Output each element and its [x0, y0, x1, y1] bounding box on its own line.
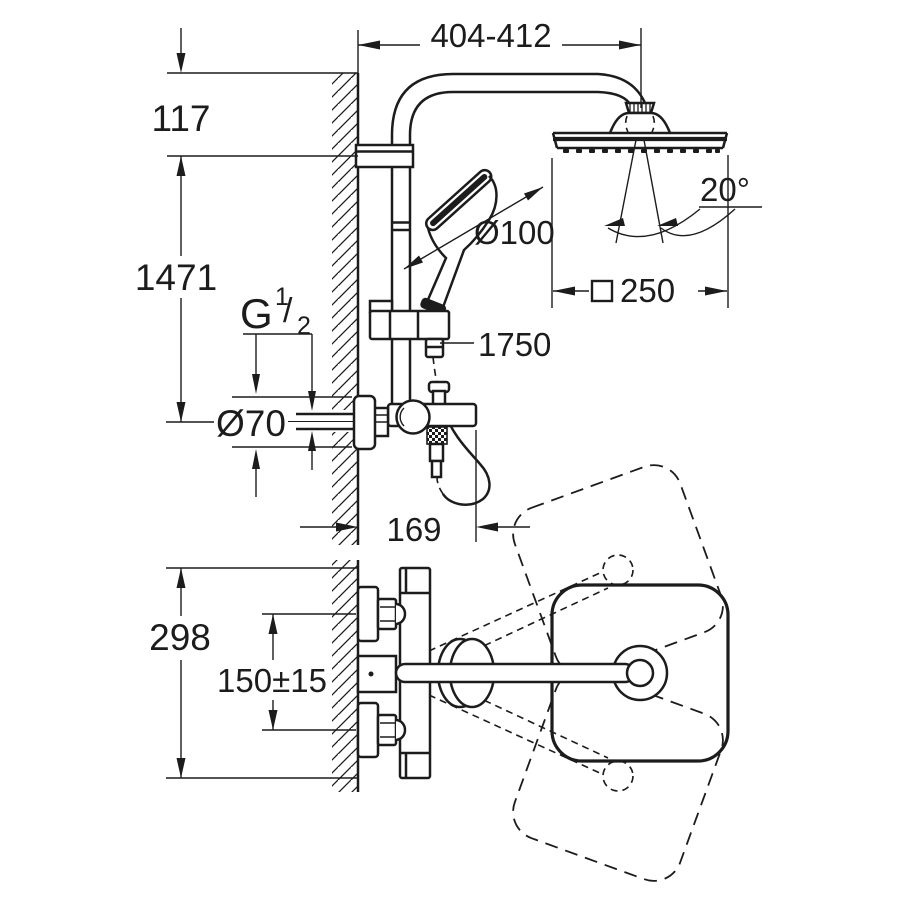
swivel-arm-end-down	[602, 760, 634, 792]
thermostat-handle	[395, 399, 431, 435]
head-bend-outer	[597, 72, 647, 104]
dimension-overall-height: 298	[149, 567, 358, 779]
dim-spray-angle-label: 20°	[700, 171, 750, 208]
dimension-hand-shower-diameter: Ø100	[403, 186, 555, 270]
head-dome	[608, 111, 672, 134]
wall-plate-plan	[356, 654, 398, 694]
dim-escutcheon-diameter-label: Ø70	[216, 403, 286, 444]
swivel-square-down	[512, 670, 724, 882]
hand-shower-face-band	[430, 173, 488, 227]
dim-overall-height-label: 298	[149, 617, 211, 658]
dimension-escutcheon-diameter: Ø70	[216, 396, 352, 448]
dim-projection-label: 169	[386, 511, 441, 548]
dimension-hose-length: 1750	[440, 326, 551, 363]
dimension-top-width: 404-412	[357, 17, 642, 108]
riser-pipe	[390, 135, 412, 404]
wall-hatch	[332, 73, 358, 545]
plate-screw	[368, 671, 374, 677]
front-view	[288, 72, 729, 545]
hand-shower-body-right	[440, 175, 498, 311]
dim-upper-offset-label: 117	[152, 98, 211, 139]
dimension-spray-angle: 20°	[604, 139, 762, 244]
riser-joint	[391, 221, 411, 232]
nut-plan-bottom	[376, 713, 398, 747]
plan-view	[332, 560, 730, 792]
dim-connection-spacing-label: 150±15	[217, 662, 327, 699]
dimension-thread: G 1 / 2	[240, 283, 316, 497]
escutcheon-plan-top	[356, 585, 380, 643]
hose-loop	[441, 407, 491, 506]
shower-arm-plan	[394, 662, 636, 684]
ball-hidden-edge-left	[624, 115, 629, 133]
hand-shower	[420, 168, 498, 316]
dome-plan-bottom	[395, 718, 407, 742]
swivel-arm-end-up	[602, 554, 634, 586]
shower-column	[354, 72, 647, 404]
dimension-column-height: 1471	[135, 156, 217, 423]
thermostat-valve	[352, 380, 478, 479]
thread-denominator-label: 2	[297, 312, 311, 340]
head-shower	[551, 101, 729, 153]
hose-outlet-lower	[430, 459, 443, 479]
dimension-head-shower-width: 250	[551, 155, 729, 309]
connection-bottom	[356, 701, 407, 759]
holder-slider	[368, 309, 451, 341]
nut-plan-top	[376, 597, 398, 631]
wall-hatch-plan	[332, 560, 358, 792]
top-pipe-outer	[390, 72, 598, 136]
ball-joint-knurl	[629, 104, 651, 112]
spray-nozzles	[563, 149, 720, 153]
dim-hand-shower-diameter-label: Ø100	[474, 214, 555, 251]
dimension-projection: 169	[300, 430, 530, 548]
thread-numerator-label: 1	[275, 283, 289, 311]
hose-outlet-upper	[428, 442, 445, 463]
thread-slash-label: /	[283, 292, 293, 330]
head-boss-inner	[625, 658, 655, 688]
dim-head-shower-width-label: 250	[620, 272, 675, 309]
dim-column-height-label: 1471	[135, 257, 217, 298]
hand-shower-body-left	[425, 227, 448, 303]
dimensions-front: 404-412 117 1471 G 1 / 2	[135, 17, 762, 548]
dimension-connection-spacing: 150±15	[217, 613, 356, 731]
dome-plan-top	[395, 602, 407, 626]
dim-hose-length-label: 1750	[478, 326, 551, 363]
wall-bracket	[354, 143, 415, 169]
hose-dashed-lower	[436, 476, 444, 495]
thermostat-handle-detail	[399, 407, 405, 427]
dim-top-width-label: 404-412	[430, 17, 551, 54]
escutcheon	[352, 394, 377, 451]
hand-shower-holder	[368, 299, 451, 359]
swivel-square-up	[512, 464, 724, 676]
ball-hidden-edge-right	[651, 115, 656, 133]
square-symbol	[590, 279, 614, 303]
escutcheon-plan-bottom	[356, 701, 380, 759]
head-disc-rim	[551, 132, 729, 150]
thread-prefix-label: G	[240, 290, 273, 337]
top-pipe-inner	[408, 90, 598, 136]
connection-top	[356, 585, 407, 643]
hose-outlet-knurl	[426, 426, 448, 445]
dimensions-plan: 298 150±15	[149, 567, 358, 779]
dimension-upper-offset: 117	[152, 28, 358, 157]
valve-plan	[356, 566, 496, 780]
